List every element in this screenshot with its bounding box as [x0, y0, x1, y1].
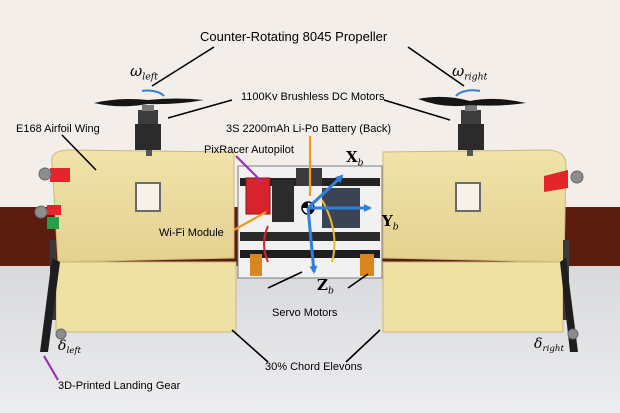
motors-label: 1100Kv Brushless DC Motors	[241, 91, 385, 103]
wifi-callout-line	[233, 211, 267, 231]
right-motor-assembly	[418, 89, 526, 156]
landing-gear-callout-line	[43, 355, 59, 381]
callout-lines	[61, 46, 465, 363]
y-axis-label: Yb	[382, 212, 399, 233]
right-wing	[382, 149, 569, 333]
omega-left-symbol: ωleft	[130, 62, 158, 83]
fuselage	[237, 165, 383, 279]
body-axes	[306, 174, 372, 274]
landing-gear-label: 3D-Printed Landing Gear	[58, 380, 181, 392]
delta-right-symbol: δright	[534, 336, 564, 355]
servo-label: Servo Motors	[272, 307, 338, 319]
wifi-label: Wi-Fi Module	[159, 227, 224, 239]
propeller-label: Counter-Rotating 8045 Propeller	[200, 29, 388, 44]
wing-label: E168 Airfoil Wing	[16, 123, 100, 135]
left-motor-assembly	[94, 89, 204, 156]
battery-label: 3S 2200mAh Li-Po Battery (Back)	[226, 123, 392, 135]
omega-right-symbol: ωright	[452, 62, 488, 83]
autopilot-label: PixRacer Autopilot	[204, 144, 294, 156]
elevons-label: 30% Chord Elevons	[265, 361, 363, 373]
right-landing-gear	[560, 258, 578, 352]
delta-left-symbol: δleft	[58, 338, 82, 357]
mocap-markers	[34, 167, 584, 340]
z-axis-label: Zb	[317, 276, 334, 297]
left-wing	[47, 149, 237, 333]
x-axis-label: Xb	[346, 148, 364, 169]
autopilot-callout-line	[235, 155, 263, 183]
left-landing-gear	[40, 258, 60, 352]
